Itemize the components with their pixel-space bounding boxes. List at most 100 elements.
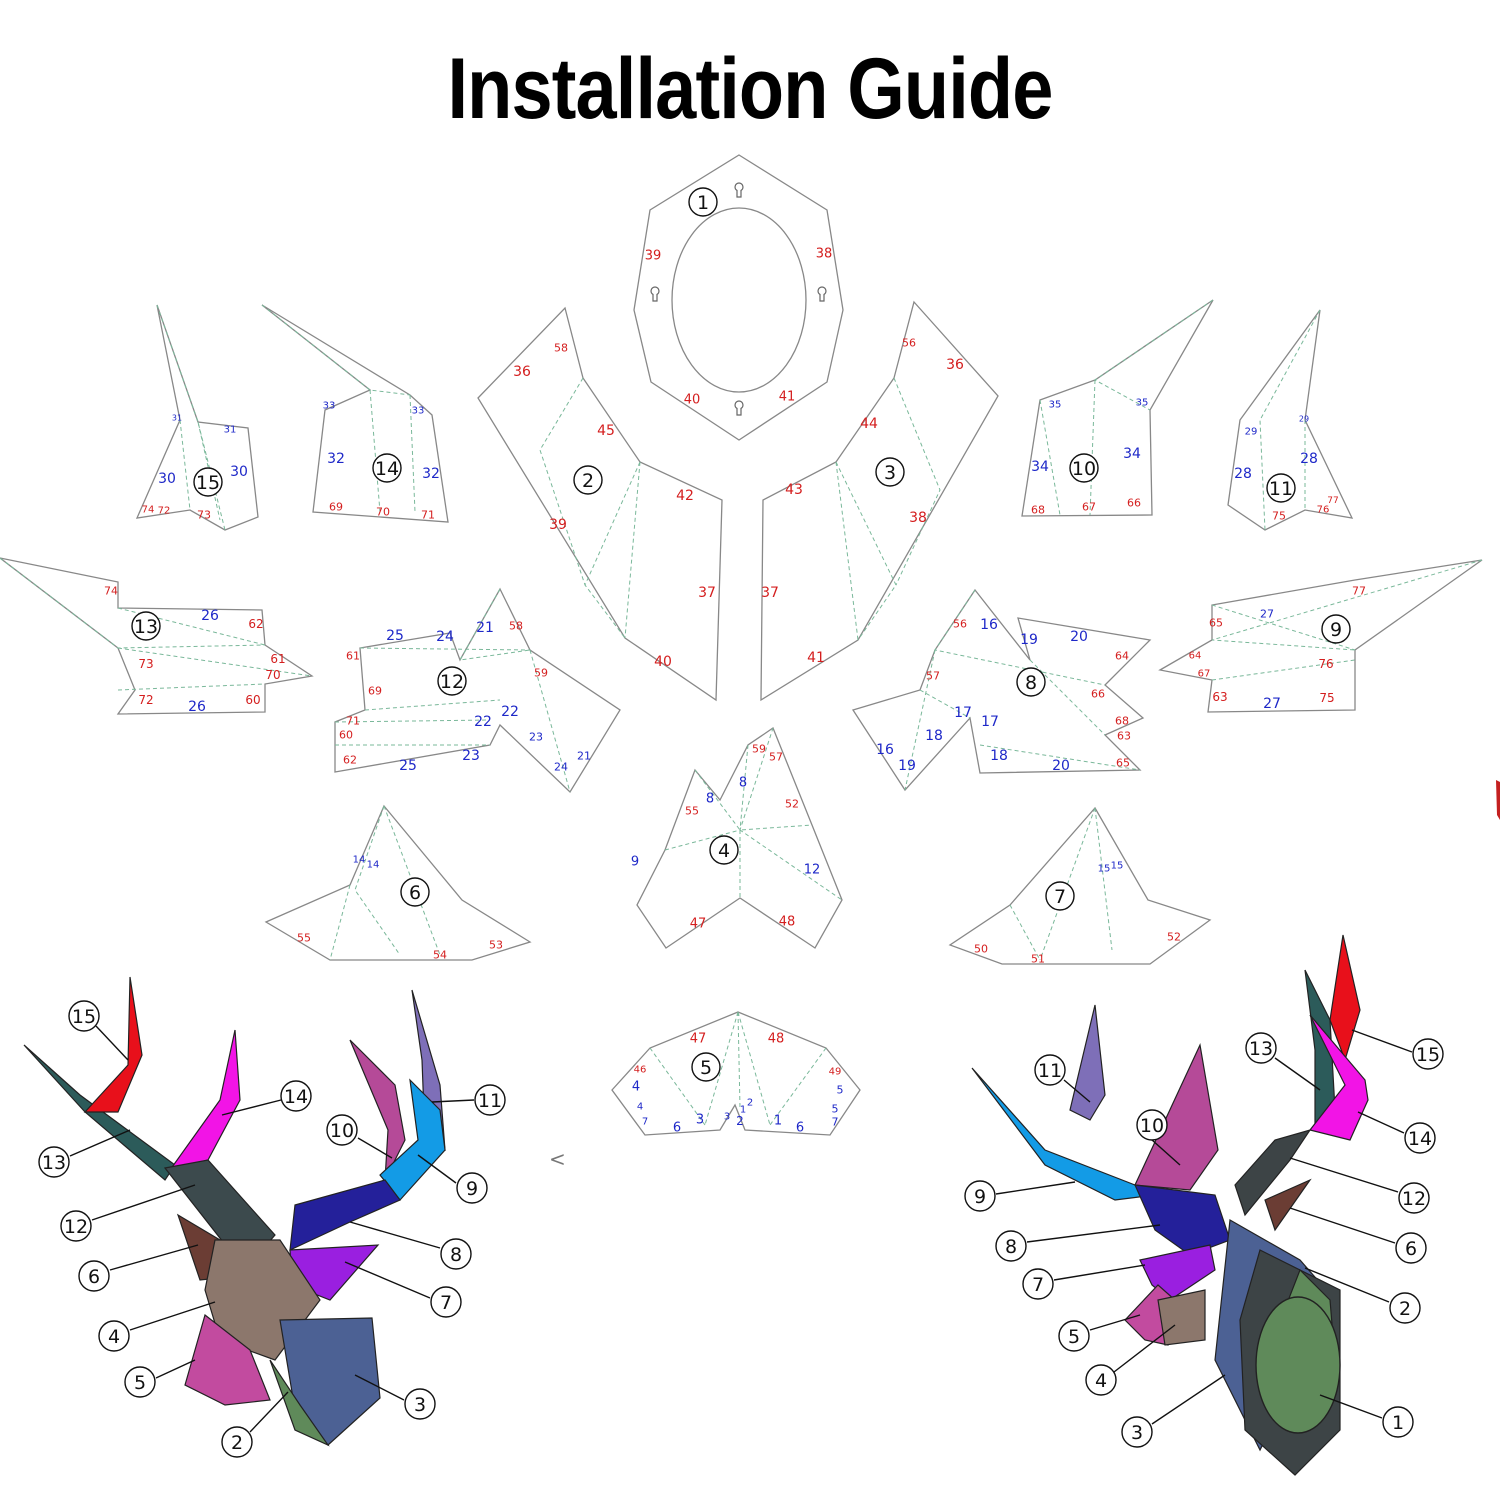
tab-number: 22 [501, 704, 519, 720]
fold-line [117, 647, 313, 677]
piece-number-12: 12 [437, 666, 467, 696]
front-callout-3: 3 [354, 1374, 436, 1420]
keyhole-icon [817, 286, 827, 302]
tab-number: 36 [513, 364, 531, 380]
tab-number: 64 [1189, 651, 1202, 662]
model-facet-face-4 [1157, 1289, 1206, 1346]
tab-number: 6 [673, 1121, 681, 1136]
tab-number: 5 [832, 1103, 839, 1116]
tab-number: 8 [706, 792, 714, 807]
model-facet-mount-1-opening [1255, 1296, 1341, 1434]
tab-number: 35 [1049, 400, 1062, 411]
tab-number: 66 [1091, 688, 1105, 701]
piece-number-3: 3 [875, 457, 905, 487]
model-facet-segment-8 [289, 1179, 401, 1251]
piece-number-text: 7 [1054, 886, 1066, 908]
side-callout-1: 1 [1319, 1394, 1414, 1438]
front-callout-4: 4 [98, 1301, 216, 1352]
fold-line [1259, 309, 1321, 531]
callout-number: 15 [1416, 1044, 1440, 1066]
tab-number: 37 [761, 585, 779, 601]
front-callout-10: 10 [326, 1114, 393, 1159]
tab-number: 43 [785, 482, 803, 498]
tab-number: 75 [1319, 691, 1334, 705]
tab-number: 57 [926, 670, 940, 683]
tab-number: 51 [1031, 953, 1045, 966]
piece-number-4: 4 [709, 835, 739, 865]
tab-number: 28 [1234, 466, 1252, 482]
tab-number: 7 [642, 1117, 648, 1128]
piece-outline [760, 300, 999, 702]
tab-number: 27 [1260, 608, 1274, 621]
tab-number: 70 [265, 668, 280, 682]
tab-number: 65 [1116, 757, 1130, 770]
tab-number: 30 [158, 471, 176, 487]
tab-number: 56 [953, 618, 967, 631]
fold-line [261, 304, 411, 396]
fold-line [704, 1011, 739, 1126]
tab-number: 6 [796, 1121, 804, 1136]
tab-number: 3 [696, 1113, 704, 1128]
side-callout-2: 2 [1304, 1267, 1421, 1324]
tab-number: 64 [1115, 650, 1129, 663]
tab-number: 42 [676, 488, 694, 504]
tab-number: 20 [1052, 758, 1070, 774]
tab-number: 60 [245, 693, 260, 707]
tab-number: 16 [876, 742, 894, 758]
piece-number-text: 4 [718, 840, 730, 862]
fold-line [1094, 807, 1113, 951]
tab-number: 50 [974, 943, 988, 956]
model-facet-antler-14 [1308, 1014, 1369, 1141]
tab-number: 61 [346, 650, 360, 663]
front-callout-13: 13 [38, 1129, 131, 1178]
tab-number: 57 [769, 751, 783, 764]
front-callout-12: 12 [60, 1184, 196, 1242]
tab-number: 4 [637, 1102, 643, 1113]
tab-number: 41 [779, 390, 796, 405]
fold-line [979, 744, 1141, 771]
fold-line [835, 461, 859, 641]
fold-line [919, 689, 971, 719]
tab-number: 17 [981, 714, 999, 730]
tab-number: 2 [736, 1114, 744, 1128]
tab-number: 14 [353, 855, 366, 866]
tab-number: 48 [768, 1032, 785, 1047]
model-facet-antler-14 [168, 1029, 241, 1172]
piece-number-11: 11 [1266, 473, 1296, 503]
side-callout-4: 4 [1085, 1324, 1176, 1396]
front-callout-9: 9 [417, 1154, 488, 1204]
callout-number: 12 [64, 1216, 88, 1238]
piece-number-text: 14 [375, 458, 399, 480]
tab-number: 24 [436, 629, 454, 645]
fold-line [1089, 379, 1096, 516]
tab-number: 53 [489, 939, 503, 952]
callout-number: 5 [134, 1372, 146, 1394]
tab-number: 17 [954, 705, 972, 721]
tab-number: 26 [188, 699, 206, 715]
callout-number: 11 [1038, 1060, 1062, 1082]
page-title: Installation Guide [447, 41, 1053, 137]
callout-number: 13 [1249, 1038, 1273, 1060]
tab-number: 2 [747, 1098, 753, 1109]
tab-number: 32 [422, 466, 440, 482]
tab-number: 69 [329, 501, 343, 514]
tab-number: 63 [1117, 730, 1131, 743]
tab-number: 44 [860, 416, 878, 432]
model-facet-antler-10 [349, 1039, 406, 1181]
front-callout-6: 6 [78, 1244, 199, 1292]
front-callout-8: 8 [349, 1221, 472, 1270]
piece-number-text: 15 [196, 472, 220, 494]
piece-number-text: 12 [440, 671, 464, 693]
model-facet-ear-6 [1264, 1178, 1312, 1232]
fold-line [584, 461, 641, 639]
tab-number: 67 [1198, 669, 1211, 680]
callout-number: 9 [974, 1186, 986, 1208]
callout-number: 5 [1068, 1326, 1080, 1348]
